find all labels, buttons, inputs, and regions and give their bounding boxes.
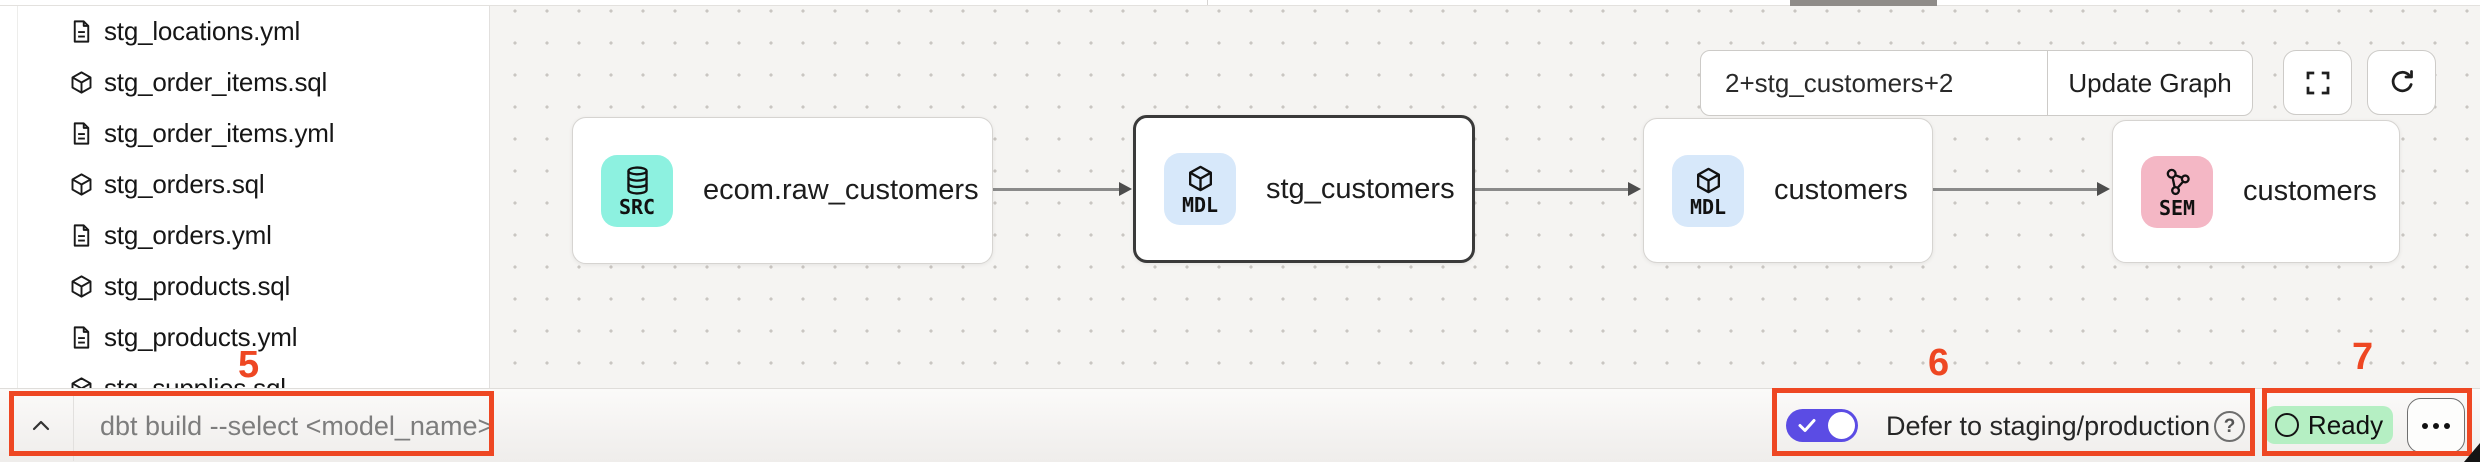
yaml-file-icon xyxy=(73,121,90,145)
node-label: ecom.raw_customers xyxy=(703,174,979,206)
yaml-file-icon xyxy=(73,325,90,349)
chevron-up-icon xyxy=(32,420,50,431)
database-icon xyxy=(626,165,648,195)
check-icon xyxy=(1798,419,1816,432)
node-label: customers xyxy=(1774,174,1908,206)
node-model-customers[interactable]: MDL customers xyxy=(1643,118,1933,263)
fullscreen-icon xyxy=(2306,71,2329,94)
ready-status-badge[interactable]: Ready xyxy=(2265,406,2393,444)
edge-line xyxy=(1475,188,1629,191)
yaml-file-icon xyxy=(73,19,90,43)
file-item-stg-order-items-sql[interactable]: stg_order_items.sql xyxy=(0,62,489,102)
edge-line xyxy=(1933,188,2099,191)
ellipsis-icon xyxy=(2422,422,2428,429)
defer-toggle[interactable] xyxy=(1786,409,1858,442)
badge-label: SEM xyxy=(2158,195,2196,220)
refresh-icon xyxy=(2391,69,2413,92)
ready-status-label: Ready xyxy=(2307,409,2384,440)
ellipsis-icon xyxy=(2433,422,2439,429)
file-name: stg_products.yml xyxy=(104,321,298,352)
graph-filter-input[interactable]: 2+stg_customers+2 xyxy=(1725,67,1954,98)
badge-label: SRC xyxy=(618,194,656,219)
file-name: stg_products.sql xyxy=(104,270,291,301)
toggle-knob xyxy=(1828,412,1855,439)
cube-icon xyxy=(1188,165,1212,192)
badge-label: MDL xyxy=(1181,193,1219,217)
command-panel-collapse-button[interactable] xyxy=(24,410,58,442)
file-item-stg-orders-sql[interactable]: stg_orders.sql xyxy=(0,164,489,204)
file-name: stg_locations.yml xyxy=(104,15,301,46)
node-model-stg-customers[interactable]: MDL stg_customers xyxy=(1133,115,1475,263)
edge-arrowhead xyxy=(2097,182,2110,196)
model-cube-icon xyxy=(71,274,92,298)
node-label: stg_customers xyxy=(1266,172,1455,205)
semantic-badge: SEM xyxy=(2141,155,2213,228)
file-item-stg-order-items-yml[interactable]: stg_order_items.yml xyxy=(0,113,489,153)
model-cube-icon xyxy=(71,376,92,388)
model-cube-icon xyxy=(71,70,92,94)
file-item-stg-products-sql[interactable]: stg_products.sql xyxy=(0,266,489,306)
file-name: stg_order_items.yml xyxy=(104,117,335,148)
more-options-button[interactable] xyxy=(2407,398,2465,453)
edge-arrowhead xyxy=(1119,182,1132,196)
filter-group-divider xyxy=(2046,51,2048,115)
model-badge: MDL xyxy=(1164,153,1236,225)
source-badge: SRC xyxy=(601,154,673,227)
file-name: stg_orders.yml xyxy=(104,219,272,250)
update-graph-button[interactable]: Update Graph xyxy=(2068,67,2232,98)
fullscreen-button[interactable] xyxy=(2283,50,2352,115)
file-item-stg-orders-yml[interactable]: stg_orders.yml xyxy=(0,215,489,255)
file-tree-sidebar: stg_locations.yml stg_order_items.sql st… xyxy=(0,6,490,388)
top-divider-tick xyxy=(1207,0,1208,5)
file-name: stg_supplies.sql xyxy=(104,372,286,389)
file-name: stg_orders.sql xyxy=(104,168,265,199)
ellipsis-icon xyxy=(2444,422,2450,429)
yaml-file-icon xyxy=(73,223,90,247)
horizontal-scrollbar-thumb[interactable] xyxy=(1790,0,1937,6)
node-source-ecom-raw-customers[interactable]: SRC ecom.raw_customers xyxy=(572,117,993,264)
model-cube-icon xyxy=(71,172,92,196)
dbt-command-input[interactable]: dbt build --select <model_name> xyxy=(100,410,494,441)
edge-arrowhead xyxy=(1628,182,1641,196)
cube-icon xyxy=(1696,167,1720,193)
defer-label: Defer to staging/production xyxy=(1886,410,2211,441)
model-badge: MDL xyxy=(1672,154,1744,227)
status-bottom-bar: dbt build --select <model_name> Defer to… xyxy=(0,388,2480,462)
edge-line xyxy=(993,188,1123,191)
lineage-graph-canvas[interactable]: SRC ecom.raw_customers MDL stg_customers… xyxy=(490,6,2480,388)
node-label: customers xyxy=(2243,175,2377,207)
graph-filter-group: 2+stg_customers+2 Update Graph xyxy=(1700,50,2253,116)
file-item-stg-locations-yml[interactable]: stg_locations.yml xyxy=(0,11,489,51)
file-name: stg_order_items.sql xyxy=(104,66,328,97)
badge-label: MDL xyxy=(1689,194,1727,219)
semantic-graph-icon xyxy=(2166,168,2190,195)
file-item-partial[interactable]: stg_supplies.sql xyxy=(0,368,489,388)
refresh-button[interactable] xyxy=(2367,50,2436,115)
node-semantic-customers[interactable]: SEM customers xyxy=(2112,120,2400,263)
file-item-stg-products-yml[interactable]: stg_products.yml xyxy=(0,317,489,357)
top-border-line xyxy=(0,5,2480,6)
status-circle-icon xyxy=(2274,413,2299,437)
tree-indent-guide xyxy=(17,6,18,388)
help-icon[interactable]: ? xyxy=(2214,411,2245,442)
command-bar-divider xyxy=(73,391,74,461)
